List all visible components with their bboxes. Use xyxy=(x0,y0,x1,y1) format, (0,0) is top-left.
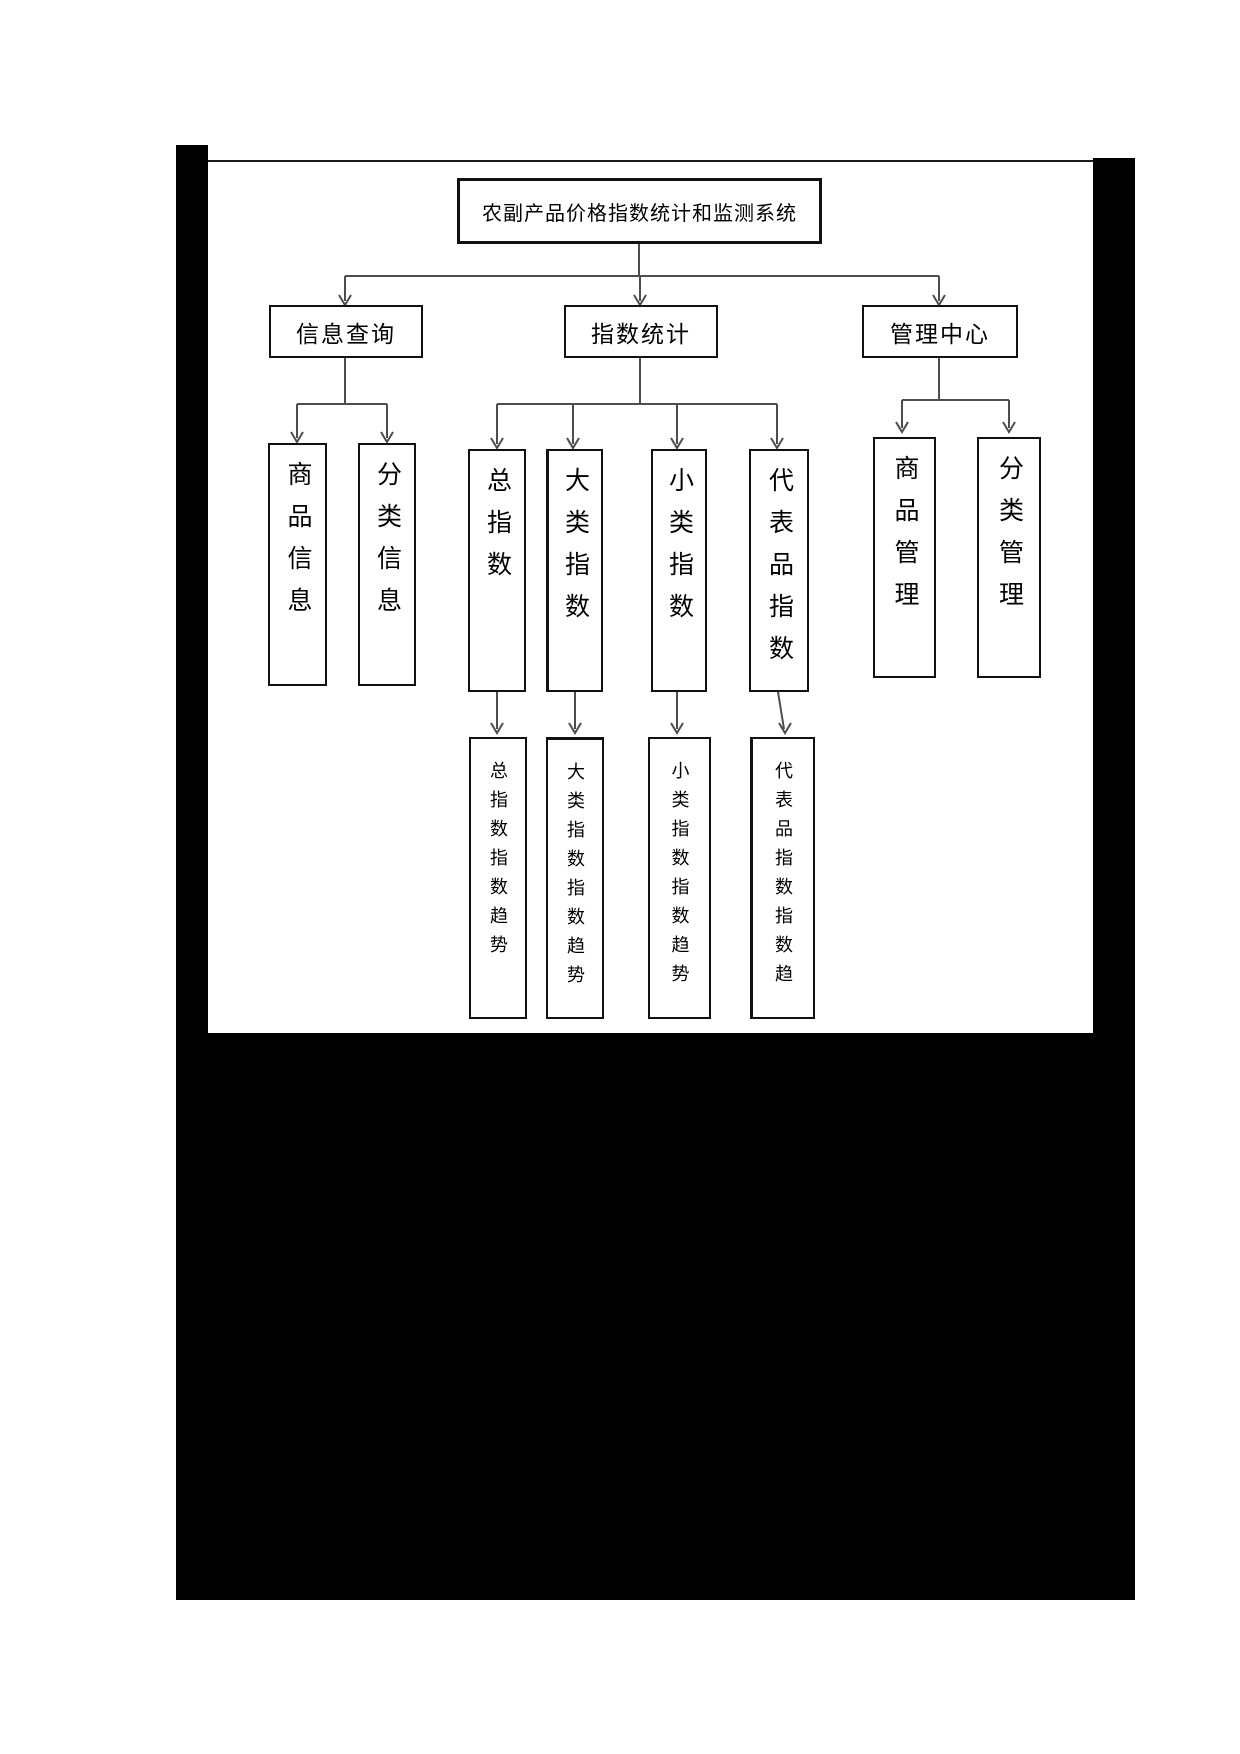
page-top-border-line xyxy=(208,160,1093,162)
node-product-mgmt: 商品管理 xyxy=(873,437,936,678)
minor-class-index-label: 小类指数 xyxy=(665,467,694,635)
node-total-index: 总指数 xyxy=(468,449,526,692)
node-index-stats: 指数统计 xyxy=(564,305,718,358)
node-product-info: 商品信息 xyxy=(268,443,327,686)
mgmt-center-label: 管理中心 xyxy=(890,320,990,347)
scan-black-block-bottom xyxy=(176,1033,1135,1600)
product-info-label: 商品信息 xyxy=(284,461,312,629)
node-minor-class-index-trend: 小类指数指数趋势 xyxy=(648,737,711,1019)
representative-index-trend-label: 代表品指数指数趋 xyxy=(773,761,793,993)
category-mgmt-label: 分类管理 xyxy=(995,455,1024,623)
total-index-label: 总指数 xyxy=(483,467,512,593)
node-info-query: 信息查询 xyxy=(269,305,423,358)
category-info-label: 分类信息 xyxy=(373,461,402,629)
connector-shafts xyxy=(296,244,1010,730)
major-class-index-trend-label: 大类指数指数趋势 xyxy=(565,762,585,994)
product-mgmt-label: 商品管理 xyxy=(891,455,919,623)
node-representative-index-trend: 代表品指数指数趋 xyxy=(750,737,815,1019)
node-representative-index: 代表品指数 xyxy=(749,449,809,692)
major-class-index-label: 大类指数 xyxy=(561,467,590,635)
node-category-mgmt: 分类管理 xyxy=(977,437,1041,678)
root-label: 农副产品价格指数统计和监测系统 xyxy=(482,202,797,225)
index-stats-label: 指数统计 xyxy=(591,320,691,347)
node-minor-class-index: 小类指数 xyxy=(651,449,707,692)
node-root-system: 农副产品价格指数统计和监测系统 xyxy=(457,178,822,244)
node-major-class-index: 大类指数 xyxy=(546,449,603,692)
node-mgmt-center: 管理中心 xyxy=(862,305,1018,358)
node-major-class-index-trend: 大类指数指数趋势 xyxy=(546,737,604,1019)
info-query-label: 信息查询 xyxy=(296,320,396,347)
node-category-info: 分类信息 xyxy=(358,443,416,686)
representative-index-label: 代表品指数 xyxy=(765,467,794,677)
node-total-index-trend: 总指数指数趋势 xyxy=(469,737,527,1019)
total-index-trend-label: 总指数指数趋势 xyxy=(488,761,508,964)
minor-class-index-trend-label: 小类指数指数趋势 xyxy=(669,761,690,993)
